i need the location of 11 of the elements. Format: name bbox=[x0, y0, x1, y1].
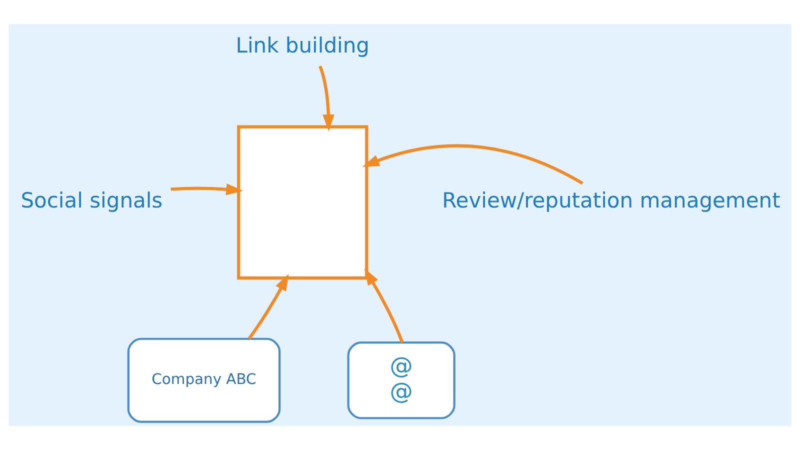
node-text: Link building bbox=[236, 33, 370, 58]
node-box bbox=[237, 125, 368, 280]
arrow bbox=[248, 274, 289, 340]
arrow bbox=[318, 65, 334, 132]
node-text: Social signals bbox=[20, 188, 163, 213]
node-box: @ @ bbox=[347, 342, 456, 420]
node-box: Company ABC bbox=[127, 338, 281, 423]
arrow bbox=[170, 183, 244, 196]
arrow bbox=[362, 144, 584, 185]
node-text: Review/reputation management bbox=[442, 188, 780, 213]
arrow bbox=[364, 268, 404, 343]
